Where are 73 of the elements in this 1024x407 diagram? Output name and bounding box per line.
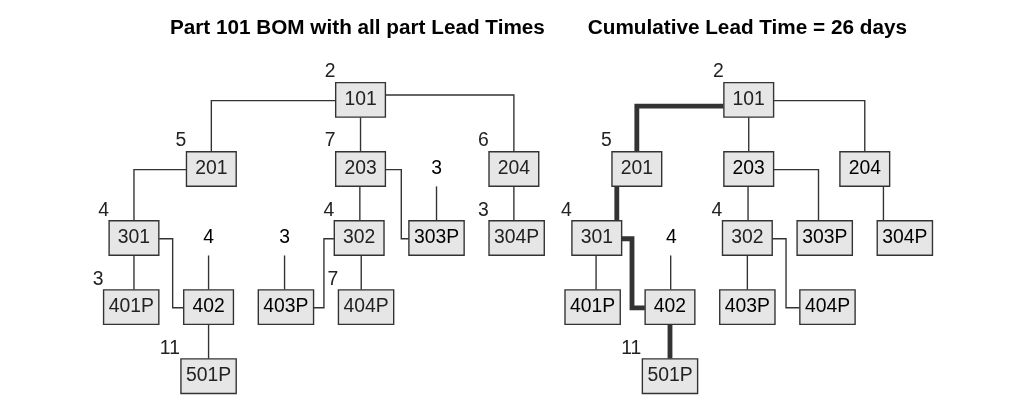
node-box: 302: [721, 220, 773, 256]
node-text: 4: [202, 225, 214, 248]
node-box: 101: [722, 81, 774, 118]
connector: [772, 168, 819, 222]
node-box: 501P: [641, 358, 698, 395]
node-box: 501P: [179, 358, 237, 395]
label: Part 101 BOM with all part Lead Times: [169, 15, 545, 39]
connector: [512, 185, 515, 222]
node-box: 201: [610, 151, 662, 187]
node-box: 403P: [718, 289, 776, 326]
connector: [772, 99, 865, 153]
node-label: 7: [327, 266, 338, 289]
connector: [667, 324, 672, 359]
connector: [132, 168, 187, 222]
connector: [669, 254, 671, 291]
node-box: 204: [838, 151, 890, 187]
node-label: 4: [97, 197, 109, 220]
connector: [384, 94, 515, 153]
node-label: 11: [159, 335, 180, 358]
node-box: 403P: [257, 289, 314, 326]
node-box: 404P: [337, 289, 394, 326]
node-label: 4: [711, 197, 722, 220]
node-box: 401P: [563, 289, 621, 326]
node-label: 11: [620, 335, 641, 358]
node-box: 402: [182, 289, 234, 326]
node-box: 301: [107, 220, 160, 256]
connector: [633, 103, 723, 152]
node-box: 203: [334, 151, 386, 187]
node-box: 303P: [407, 220, 465, 256]
node-box: 402: [643, 289, 696, 326]
node-text: 3: [278, 225, 290, 248]
connector: [746, 254, 748, 291]
node-box: 301: [570, 220, 622, 256]
connector: [359, 116, 361, 152]
node-box: 304P: [487, 220, 545, 256]
node-text: 4: [665, 225, 677, 248]
node-box: 303P: [795, 220, 853, 256]
label: Cumulative Lead Time = 26 days: [587, 15, 907, 39]
node-label: 2: [324, 59, 336, 82]
connector: [358, 185, 361, 222]
connector: [435, 185, 437, 222]
node-label: 3: [92, 266, 103, 289]
node-box: 101: [334, 81, 386, 118]
node-label: 6: [477, 128, 489, 151]
connector: [613, 186, 619, 221]
node-box: 304P: [876, 220, 933, 256]
connector: [621, 236, 645, 311]
connector: [594, 254, 597, 291]
connector: [747, 116, 749, 152]
connector: [283, 254, 285, 291]
node-label: 4: [322, 197, 334, 220]
node-box: 203: [722, 151, 774, 187]
node-box: 201: [185, 151, 237, 187]
connector: [882, 185, 884, 222]
connector: [207, 323, 209, 360]
node-box: 404P: [798, 289, 856, 326]
connector: [312, 238, 335, 309]
node-label: 5: [175, 128, 186, 151]
node-label: 3: [477, 197, 489, 220]
node-box: 204: [487, 151, 539, 187]
node-label: 2: [712, 59, 724, 82]
connector: [746, 185, 749, 222]
node-box: 302: [333, 220, 385, 256]
node-label: 7: [324, 128, 336, 151]
node-label: 4: [560, 197, 572, 220]
node-box: 401P: [102, 289, 160, 326]
node-label: 5: [600, 128, 612, 151]
connector: [210, 99, 336, 153]
connector: [132, 254, 135, 291]
connector: [384, 168, 409, 240]
connector: [207, 254, 209, 291]
connector: [360, 254, 362, 291]
node-text: 3: [430, 156, 442, 179]
